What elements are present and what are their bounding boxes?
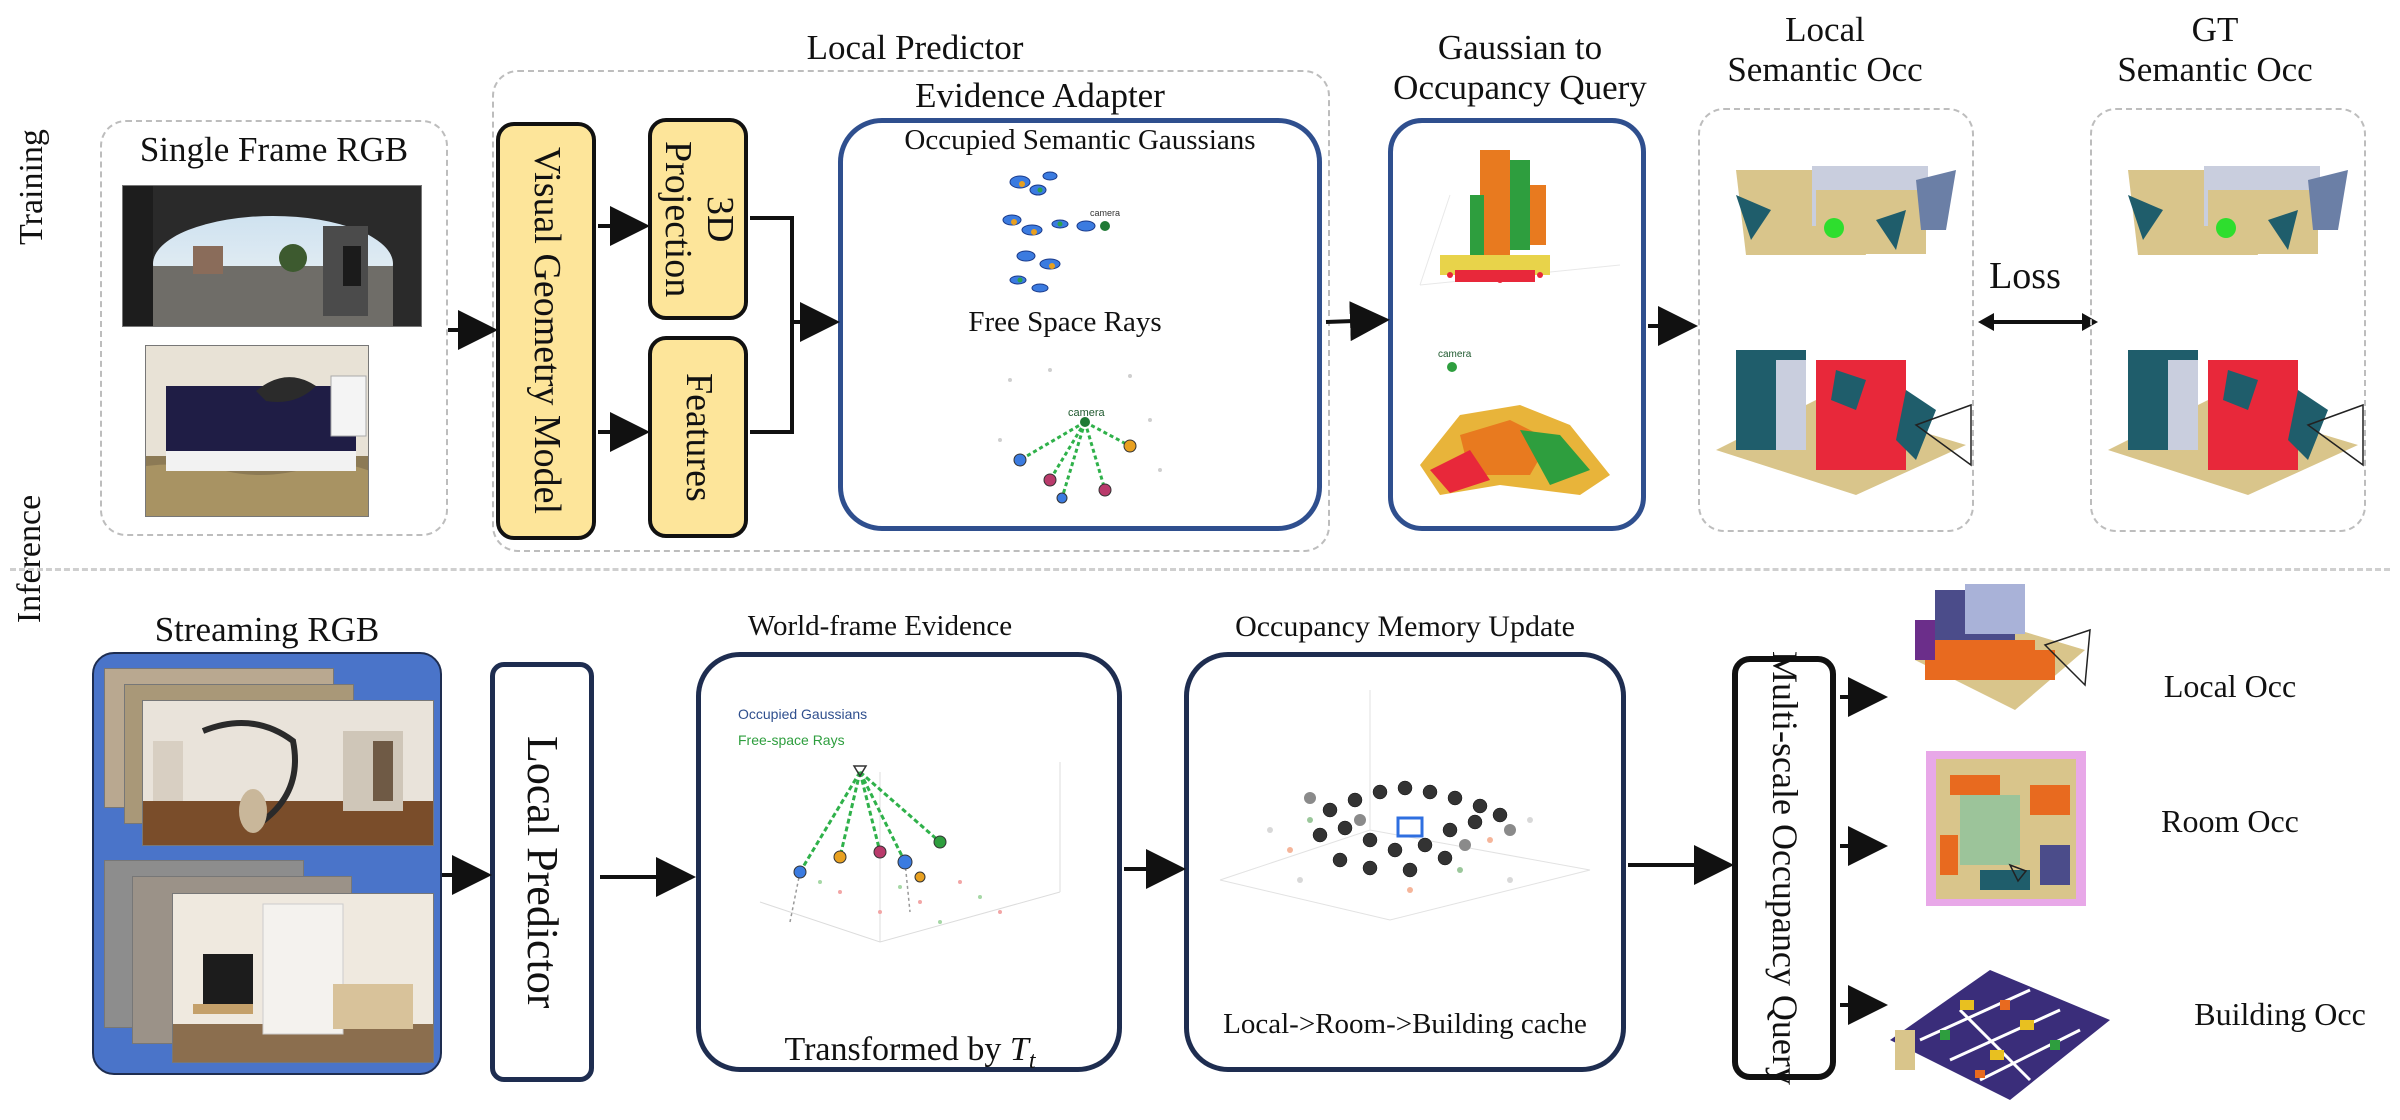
occupancy-query-plot-bottom: camera [1420, 349, 1610, 495]
stream-frame-6 [172, 893, 434, 1063]
row-separator [10, 568, 2390, 571]
cache-chain-label: Local->Room->Building cache [1223, 1008, 1587, 1040]
single-frame-rgb-title: Single Frame RGB [139, 130, 409, 169]
transform-subscript: t [1028, 1047, 1036, 1074]
multiscale-query-label: Multi-scale Occupancy Query [1764, 651, 1805, 1085]
multiscale-query-box: Multi-scale Occupancy Query [1732, 651, 1836, 1085]
local-semantic-occ-bottom [1716, 350, 1972, 495]
transform-symbol: T [1009, 1031, 1029, 1068]
camera-dot [1100, 221, 1110, 231]
occupancy-memory-update-title: Occupancy Memory Update [1235, 610, 1575, 643]
local-occ-label: Local Occ [2163, 668, 2297, 704]
local-semantic-occ-panel [1698, 108, 1974, 532]
semantic-gaussians-plot: camera [1002, 171, 1120, 293]
gt-semantic-occ-bottom [2108, 350, 2364, 495]
gt-semantic-occ-top [2128, 166, 2348, 255]
visual-geometry-model-block: Visual Geometry Model [496, 122, 596, 540]
room-occ-label: Room Occ [2161, 803, 2299, 839]
transformed-by-label: Transformed by Tt [784, 1031, 1036, 1074]
building-occ-map [1890, 970, 2110, 1100]
bedroom-photo [145, 345, 369, 517]
occupancy-query-plot-top [1419, 150, 1621, 286]
world-frame-evidence-plot [759, 762, 1061, 943]
loss-label: Loss [1989, 255, 2061, 297]
occupied-semantic-gaussians-label: Occupied Semantic Gaussians [904, 124, 1256, 156]
svg-text:camera: camera [1068, 407, 1106, 419]
local-occ-map [1915, 584, 2091, 710]
training-arrows [448, 206, 1698, 452]
local-predictor-group-title: Local Predictor [806, 28, 1024, 67]
occupancy-memory-box [1184, 652, 1626, 1072]
streaming-rgb-title: Streaming RGB [154, 610, 380, 649]
world-frame-evidence-title: World-frame Evidence [747, 610, 1013, 642]
free-space-rays-plot: camera [998, 368, 1162, 504]
features-label: Features [677, 372, 720, 502]
gt-semantic-occ-panel [2090, 108, 2366, 532]
svg-text:camera: camera [1090, 208, 1120, 218]
svg-text:camera: camera [1438, 349, 1472, 360]
legend-occupied-gaussians: Occupied Gaussians [738, 706, 868, 722]
evidence-adapter-title: Evidence Adapter [915, 76, 1165, 115]
single-frame-rgb-panel [100, 120, 448, 536]
room-occ-map [1926, 751, 2086, 906]
legend-free-space-rays: Free-space Rays [738, 732, 845, 748]
panorama-photo [122, 185, 422, 327]
evidence-adapter-box [838, 118, 1322, 531]
stream-frame-3 [142, 700, 434, 846]
inference-local-predictor-box: Local Predictor [490, 662, 594, 1082]
local-semantic-occ-top [1736, 166, 1956, 255]
inference-arrows [442, 677, 1888, 1025]
free-space-rays-label: Free Space Rays [968, 306, 1162, 338]
visual-geometry-model-label: Visual Geometry Model [525, 147, 568, 515]
building-occ-label: Building Occ [2194, 996, 2366, 1032]
features-block: Features [648, 336, 748, 538]
occupancy-memory-plot [1219, 690, 1591, 921]
inference-local-predictor-label: Local Predictor [518, 735, 568, 1009]
